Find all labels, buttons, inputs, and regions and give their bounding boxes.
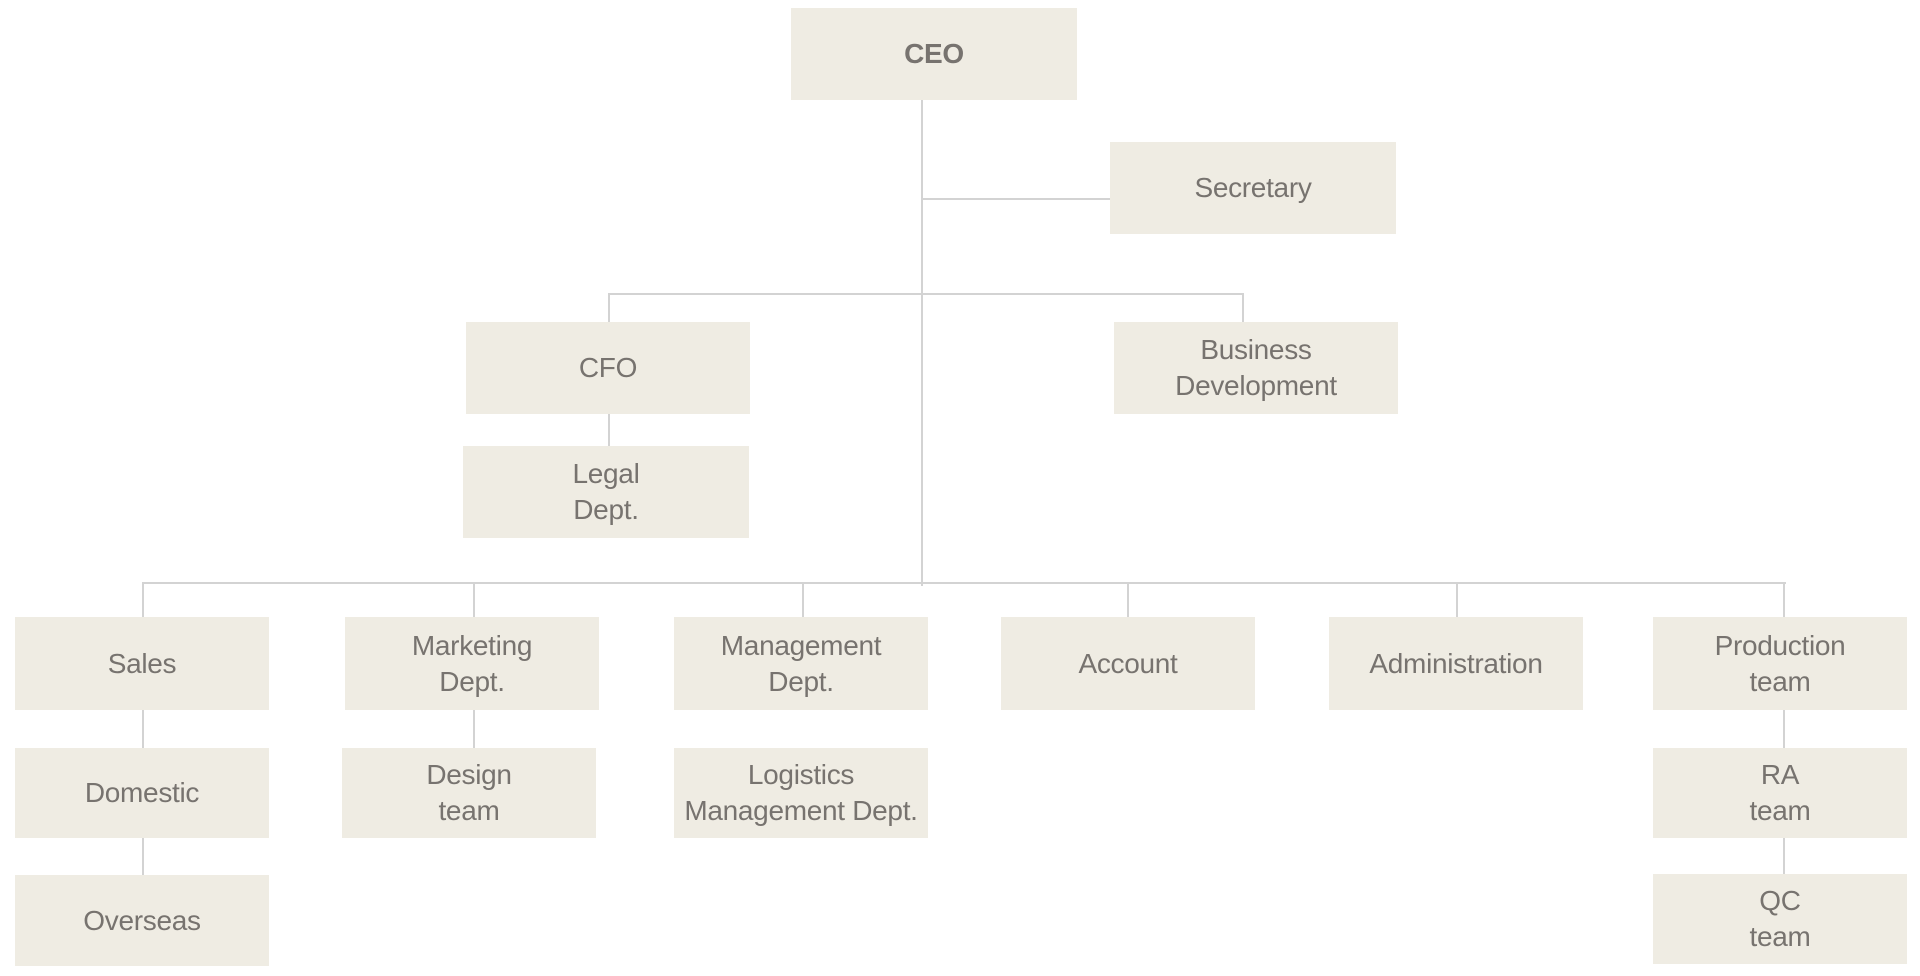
- node-account: Account: [1001, 617, 1255, 710]
- node-marketing-dept: Marketing Dept.: [345, 617, 599, 710]
- node-overseas: Overseas: [15, 875, 269, 966]
- connector-account: [1127, 582, 1129, 617]
- node-ra-team: RA team: [1653, 748, 1907, 838]
- node-cfo: CFO: [466, 322, 750, 414]
- node-qc-team: QC team: [1653, 874, 1907, 964]
- node-administration: Administration: [1329, 617, 1583, 710]
- node-legal-dept: Legal Dept.: [463, 446, 749, 538]
- connector-design: [473, 710, 475, 748]
- node-production-team: Production team: [1653, 617, 1907, 710]
- connector-domestic: [142, 710, 144, 748]
- connector-cfo: [608, 293, 610, 322]
- node-ceo: CEO: [791, 8, 1077, 100]
- connector-business-development: [1242, 293, 1244, 322]
- connector-ra: [1783, 710, 1785, 748]
- connector-marketing: [473, 582, 475, 617]
- node-design-team: Design team: [342, 748, 596, 838]
- node-logistics-management-dept: Logistics Management Dept.: [674, 748, 928, 838]
- connector-overseas: [142, 838, 144, 875]
- connector-production: [1783, 582, 1785, 617]
- connector-level2-bus: [608, 293, 1244, 295]
- node-business-development: Business Development: [1114, 322, 1398, 414]
- node-sales: Sales: [15, 617, 269, 710]
- connector-qc: [1783, 838, 1785, 874]
- node-secretary: Secretary: [1110, 142, 1396, 234]
- connector-legal: [608, 414, 610, 446]
- connector-ceo-trunk: [921, 100, 923, 586]
- connector-sales: [142, 582, 144, 617]
- connector-secretary: [922, 198, 1110, 200]
- connector-management: [802, 582, 804, 617]
- connector-administration: [1456, 582, 1458, 617]
- node-domestic: Domestic: [15, 748, 269, 838]
- node-management-dept: Management Dept.: [674, 617, 928, 710]
- connector-level3-bus: [142, 582, 1786, 584]
